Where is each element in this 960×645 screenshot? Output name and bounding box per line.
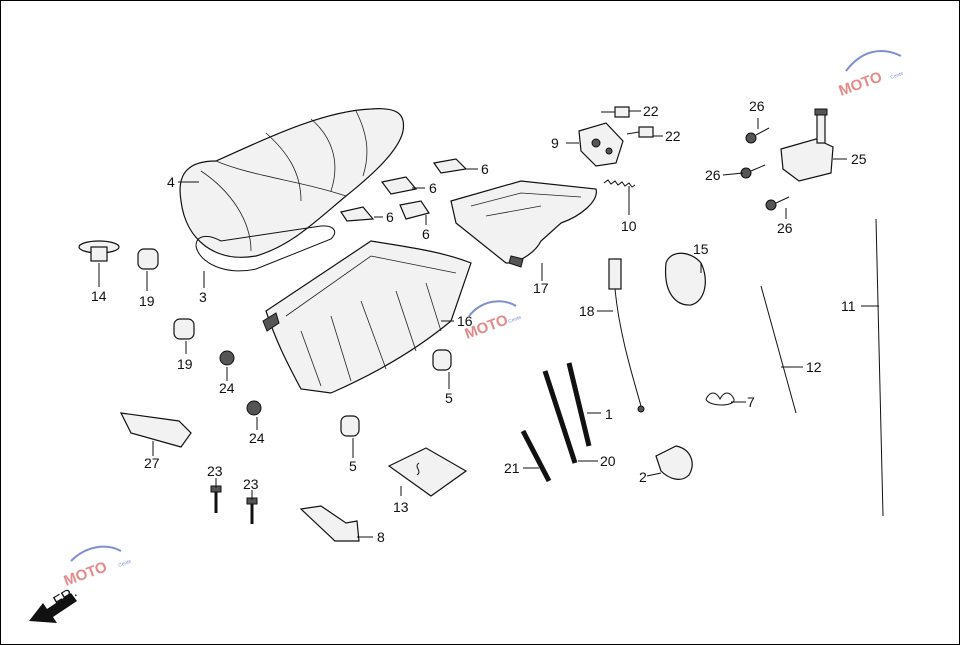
callout-2: 2 xyxy=(639,469,647,485)
callout-17: 17 xyxy=(533,280,549,296)
svg-text:Cente: Cente xyxy=(508,315,523,325)
bumper-19-parts xyxy=(137,248,195,340)
callout-15: 15 xyxy=(693,241,709,257)
bumper-5-parts xyxy=(340,349,452,437)
cover-15-part xyxy=(664,252,706,306)
callout-11: 11 xyxy=(841,298,856,314)
svg-text:Cente: Cente xyxy=(118,559,133,569)
callout-25: 25 xyxy=(851,151,867,167)
callout-26c: 26 xyxy=(777,220,793,236)
seat-part xyxy=(179,108,405,258)
callout-9: 9 xyxy=(551,135,559,151)
storage-box-part xyxy=(262,240,472,394)
leader-lines xyxy=(98,110,879,538)
watermark-bottom-left: MOTO Cente xyxy=(62,545,133,590)
screw-26-parts xyxy=(740,127,790,211)
cable-11-part xyxy=(875,218,884,517)
seat-trim-part xyxy=(195,225,336,272)
callout-23b: 23 xyxy=(243,476,259,492)
callout-6b: 6 xyxy=(429,180,437,196)
bracket-27-part xyxy=(119,412,192,448)
callout-1: 1 xyxy=(605,406,613,422)
svg-text:Cente: Cente xyxy=(890,71,905,81)
callout-5b: 5 xyxy=(349,458,357,474)
cover-plate-part xyxy=(450,180,597,268)
callout-6d: 6 xyxy=(422,226,430,242)
front-arrow-icon xyxy=(29,593,77,623)
callout-labels: 1 2 3 4 5 5 6 6 6 6 7 8 9 10 11 12 13 14… xyxy=(91,98,867,545)
callout-23a: 23 xyxy=(207,463,223,479)
callout-18: 18 xyxy=(579,303,595,319)
clip-14-part xyxy=(78,240,120,262)
callout-19a: 19 xyxy=(139,293,155,309)
lock-assembly-part xyxy=(780,108,834,182)
callout-10: 10 xyxy=(621,218,637,234)
callout-3: 3 xyxy=(199,289,207,305)
cable-12-part xyxy=(760,285,797,414)
spring-7-part xyxy=(705,392,735,406)
nut-24-parts xyxy=(219,350,262,416)
callout-24b: 24 xyxy=(249,430,265,446)
bolt-23-parts xyxy=(210,485,258,524)
callout-22a: 22 xyxy=(643,103,659,119)
hinge-8-part xyxy=(299,505,360,542)
callout-5a: 5 xyxy=(445,390,453,406)
callout-24a: 24 xyxy=(219,380,235,396)
callout-26b: 26 xyxy=(705,167,721,183)
callout-26a: 26 xyxy=(749,98,765,114)
callout-12: 12 xyxy=(806,359,822,375)
callout-19b: 19 xyxy=(177,356,193,372)
manual-13-part xyxy=(387,447,468,497)
rod-parts xyxy=(520,362,592,483)
watermark-top-right: MOTO Cente xyxy=(837,50,905,100)
front-direction-indicator: FR. xyxy=(29,584,80,623)
latch-part xyxy=(578,122,624,167)
clamp-2-part xyxy=(655,445,693,480)
callout-6a: 6 xyxy=(481,161,489,177)
callout-7: 7 xyxy=(747,394,755,410)
svg-text:MOTO: MOTO xyxy=(837,68,885,99)
cable-18-part xyxy=(608,258,645,413)
callout-22b: 22 xyxy=(665,128,681,144)
callout-6c: 6 xyxy=(386,209,394,225)
callout-27: 27 xyxy=(144,455,160,471)
callout-4: 4 xyxy=(167,174,175,190)
callout-13: 13 xyxy=(393,499,409,515)
callout-21: 21 xyxy=(504,460,520,476)
bolt-22-parts xyxy=(601,106,654,138)
callout-14: 14 xyxy=(91,288,107,304)
callout-20: 20 xyxy=(600,453,616,469)
callout-16: 16 xyxy=(457,313,473,329)
callout-8: 8 xyxy=(377,529,385,545)
spring-10-part xyxy=(603,179,636,188)
